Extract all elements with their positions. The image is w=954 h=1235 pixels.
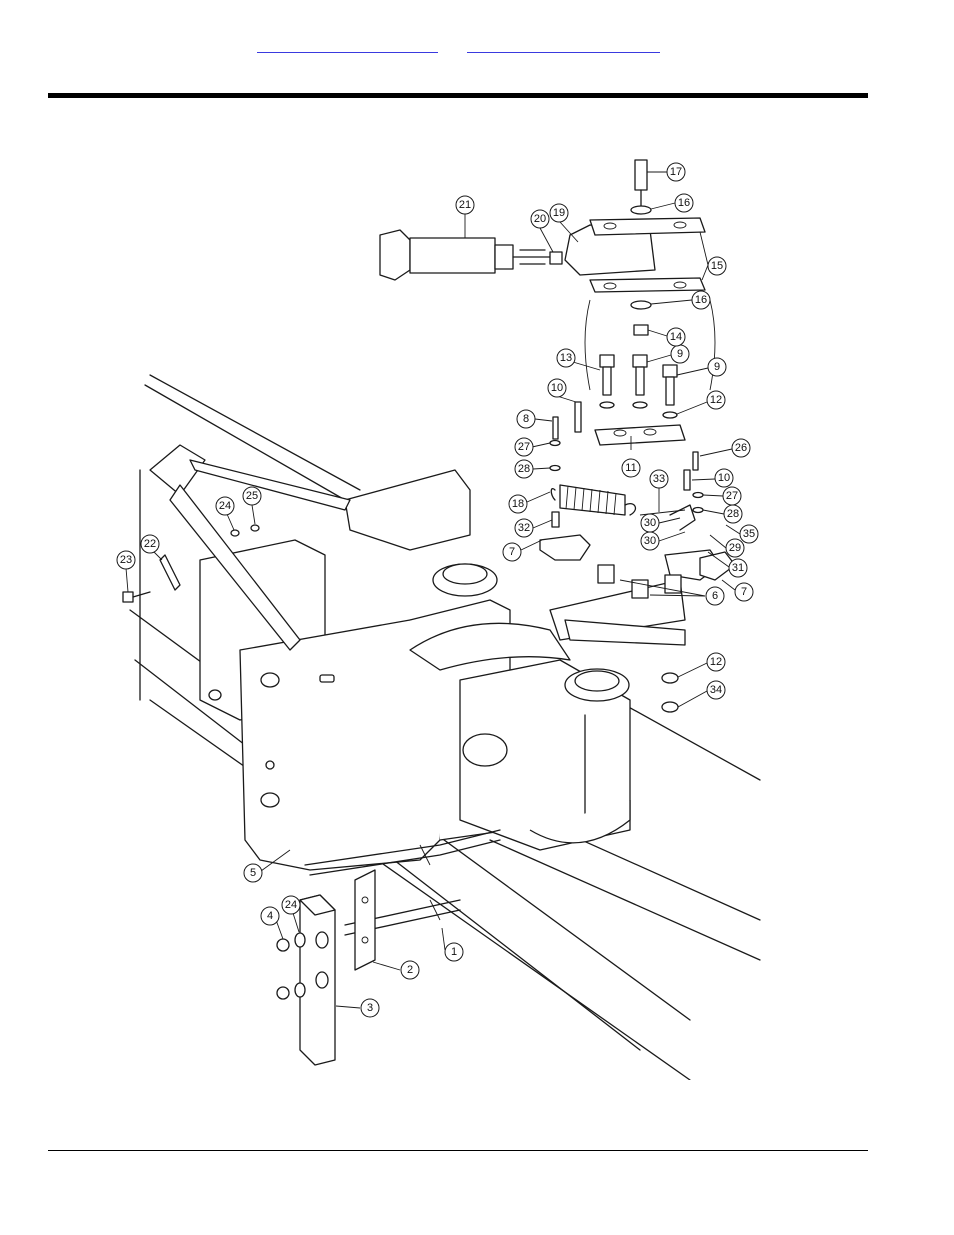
- callout-14: 14: [648, 328, 685, 346]
- svg-text:16: 16: [678, 197, 690, 209]
- svg-text:13: 13: [560, 352, 572, 364]
- svg-text:10: 10: [718, 472, 730, 484]
- hydraulic-cylinder: [380, 230, 562, 280]
- svg-text:18: 18: [512, 498, 524, 510]
- callout-34: 34: [678, 681, 725, 707]
- svg-text:17: 17: [670, 166, 682, 178]
- callout-4: 4: [261, 907, 283, 939]
- callout-2: 2: [373, 961, 419, 979]
- svg-text:28: 28: [518, 463, 530, 475]
- svg-text:24: 24: [285, 899, 297, 911]
- callout-10b: 10: [692, 469, 733, 487]
- callout-12: 12: [677, 391, 725, 414]
- svg-text:27: 27: [726, 490, 738, 502]
- top-rule: [48, 93, 868, 98]
- svg-text:16: 16: [695, 294, 707, 306]
- callout-28b: 28: [703, 505, 742, 523]
- callout-28: 28: [515, 460, 550, 478]
- callout-30b: 30: [641, 532, 685, 550]
- svg-text:9: 9: [677, 348, 683, 360]
- callout-24: 24: [216, 497, 234, 530]
- svg-text:2: 2: [407, 964, 413, 976]
- svg-text:23: 23: [120, 554, 132, 566]
- callout-33: 33: [650, 470, 668, 512]
- callout-16b: 16: [651, 291, 710, 309]
- callout-12b: 12: [678, 653, 725, 677]
- svg-text:10: 10: [551, 382, 563, 394]
- header-link-left[interactable]: [257, 42, 438, 53]
- callout-32: 32: [515, 519, 552, 537]
- svg-text:32: 32: [518, 522, 530, 534]
- svg-text:25: 25: [246, 490, 258, 502]
- spring: [551, 485, 635, 527]
- callout-10: 10: [548, 379, 576, 402]
- svg-text:31: 31: [732, 562, 744, 574]
- svg-text:19: 19: [553, 207, 565, 219]
- callout-1: 1: [442, 928, 463, 961]
- svg-text:5: 5: [250, 867, 256, 879]
- callout-7: 7: [503, 540, 542, 561]
- callout-9: 9: [647, 345, 689, 363]
- header-links: [0, 30, 954, 60]
- header-link-right[interactable]: [467, 42, 660, 53]
- svg-text:34: 34: [710, 684, 722, 696]
- svg-text:1: 1: [451, 946, 457, 958]
- svg-text:27: 27: [518, 441, 530, 453]
- svg-text:6: 6: [712, 590, 718, 602]
- callout-16: 16: [651, 194, 693, 212]
- svg-text:3: 3: [367, 1002, 373, 1014]
- svg-text:11: 11: [625, 462, 636, 474]
- svg-text:12: 12: [710, 394, 722, 406]
- svg-text:8: 8: [523, 413, 529, 425]
- callout-21: 21: [456, 196, 474, 238]
- exploded-view-drawing: 1 2 3 4 5 6 7 7 8 9 9 10 10 11 12 12 13 …: [110, 140, 770, 1080]
- svg-text:33: 33: [653, 473, 665, 485]
- callout-17: 17: [647, 163, 685, 181]
- svg-text:15: 15: [711, 260, 723, 272]
- svg-text:21: 21: [459, 199, 471, 211]
- svg-text:30: 30: [644, 517, 656, 529]
- callout-27b: 27: [703, 487, 741, 505]
- svg-text:35: 35: [743, 528, 755, 540]
- callout-18: 18: [509, 492, 550, 513]
- svg-text:28: 28: [727, 508, 739, 520]
- svg-text:24: 24: [219, 500, 231, 512]
- svg-text:30: 30: [644, 535, 656, 547]
- svg-text:14: 14: [670, 331, 682, 343]
- callout-20: 20: [531, 210, 553, 252]
- svg-text:4: 4: [267, 910, 273, 922]
- callout-25: 25: [243, 487, 261, 524]
- parts-diagram: 1 2 3 4 5 6 7 7 8 9 9 10 10 11 12 12 13 …: [110, 140, 770, 1080]
- svg-text:22: 22: [144, 538, 156, 550]
- callout-3: 3: [336, 999, 379, 1017]
- hinge-block: [460, 660, 630, 850]
- bottom-rule: [48, 1150, 868, 1151]
- svg-text:20: 20: [534, 213, 546, 225]
- svg-text:7: 7: [509, 546, 515, 558]
- svg-text:9: 9: [714, 361, 720, 373]
- callout-24b: 24: [282, 896, 300, 932]
- svg-text:26: 26: [735, 442, 747, 454]
- svg-text:12: 12: [710, 656, 722, 668]
- callout-15: 15: [700, 232, 726, 280]
- callout-13: 13: [557, 349, 600, 370]
- callout-23: 23: [117, 551, 135, 592]
- callout-30: 30: [641, 514, 680, 532]
- callout-22: 22: [141, 535, 162, 560]
- callout-26: 26: [700, 439, 750, 457]
- svg-text:7: 7: [741, 586, 747, 598]
- callout-27: 27: [515, 438, 550, 456]
- svg-text:29: 29: [729, 542, 741, 554]
- callout-8: 8: [517, 410, 552, 428]
- callout-7b: 7: [722, 580, 753, 601]
